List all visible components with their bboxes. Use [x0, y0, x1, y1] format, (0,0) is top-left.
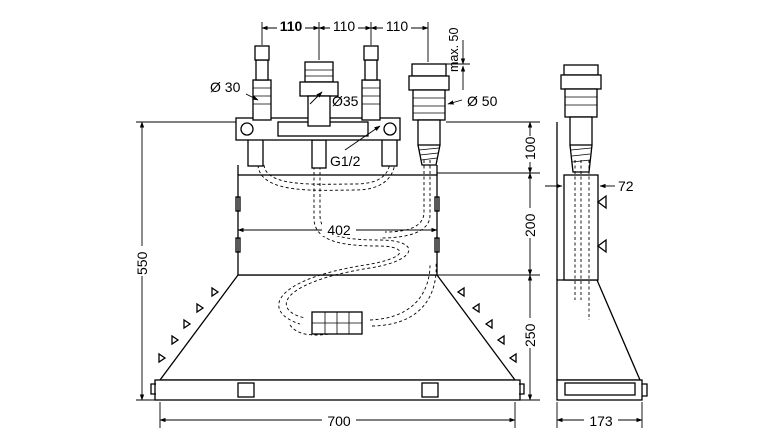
dim-label-height-200: 200: [522, 213, 538, 237]
dim-side-173: 173: [556, 402, 643, 429]
diverter-block: [311, 311, 363, 335]
dim-label-dia-50: Ø 50: [467, 93, 498, 109]
dim-side-72: 72: [545, 178, 634, 194]
dim-diameters: Ø 30 Ø35 Ø 50 G1/2: [210, 79, 498, 169]
front-view: 110 110 110 max. 50 Ø 30 Ø35 Ø 50 G1/2: [134, 17, 540, 429]
dim-total-width: 700: [159, 402, 516, 429]
dim-right-heights: 100 200 250: [437, 121, 540, 401]
side-view: 72 173: [545, 64, 648, 429]
valve-assembly: [235, 45, 401, 169]
spout-assembly: [408, 63, 450, 166]
dim-label-thread: G1/2: [330, 153, 361, 169]
dim-label-width-total: 700: [327, 413, 351, 429]
dim-label-height-total: 550: [134, 251, 150, 275]
dim-label-dia-30: Ø 30: [210, 79, 241, 95]
dim-label-spacing-1: 110: [280, 18, 303, 34]
dim-top-spacing: 110 110 110: [261, 17, 429, 62]
dim-left-total-height: 550: [134, 121, 236, 401]
dim-label-dia-35: Ø35: [332, 93, 359, 109]
hose-routing: [257, 150, 437, 336]
dim-max-height: max. 50: [446, 27, 470, 90]
dim-label-max-height: max. 50: [447, 27, 461, 72]
dim-label-depth-total: 173: [589, 413, 613, 429]
dim-label-spacing-2: 110: [333, 18, 356, 34]
dim-label-depth-72: 72: [618, 178, 634, 194]
body-lower-trapezoid: [150, 274, 525, 401]
dim-inner-width: 402: [237, 220, 438, 238]
dim-label-height-250: 250: [522, 323, 538, 347]
dim-label-width-inner: 402: [327, 222, 351, 238]
dim-label-height-100: 100: [522, 136, 538, 160]
dim-label-spacing-3: 110: [386, 18, 409, 34]
